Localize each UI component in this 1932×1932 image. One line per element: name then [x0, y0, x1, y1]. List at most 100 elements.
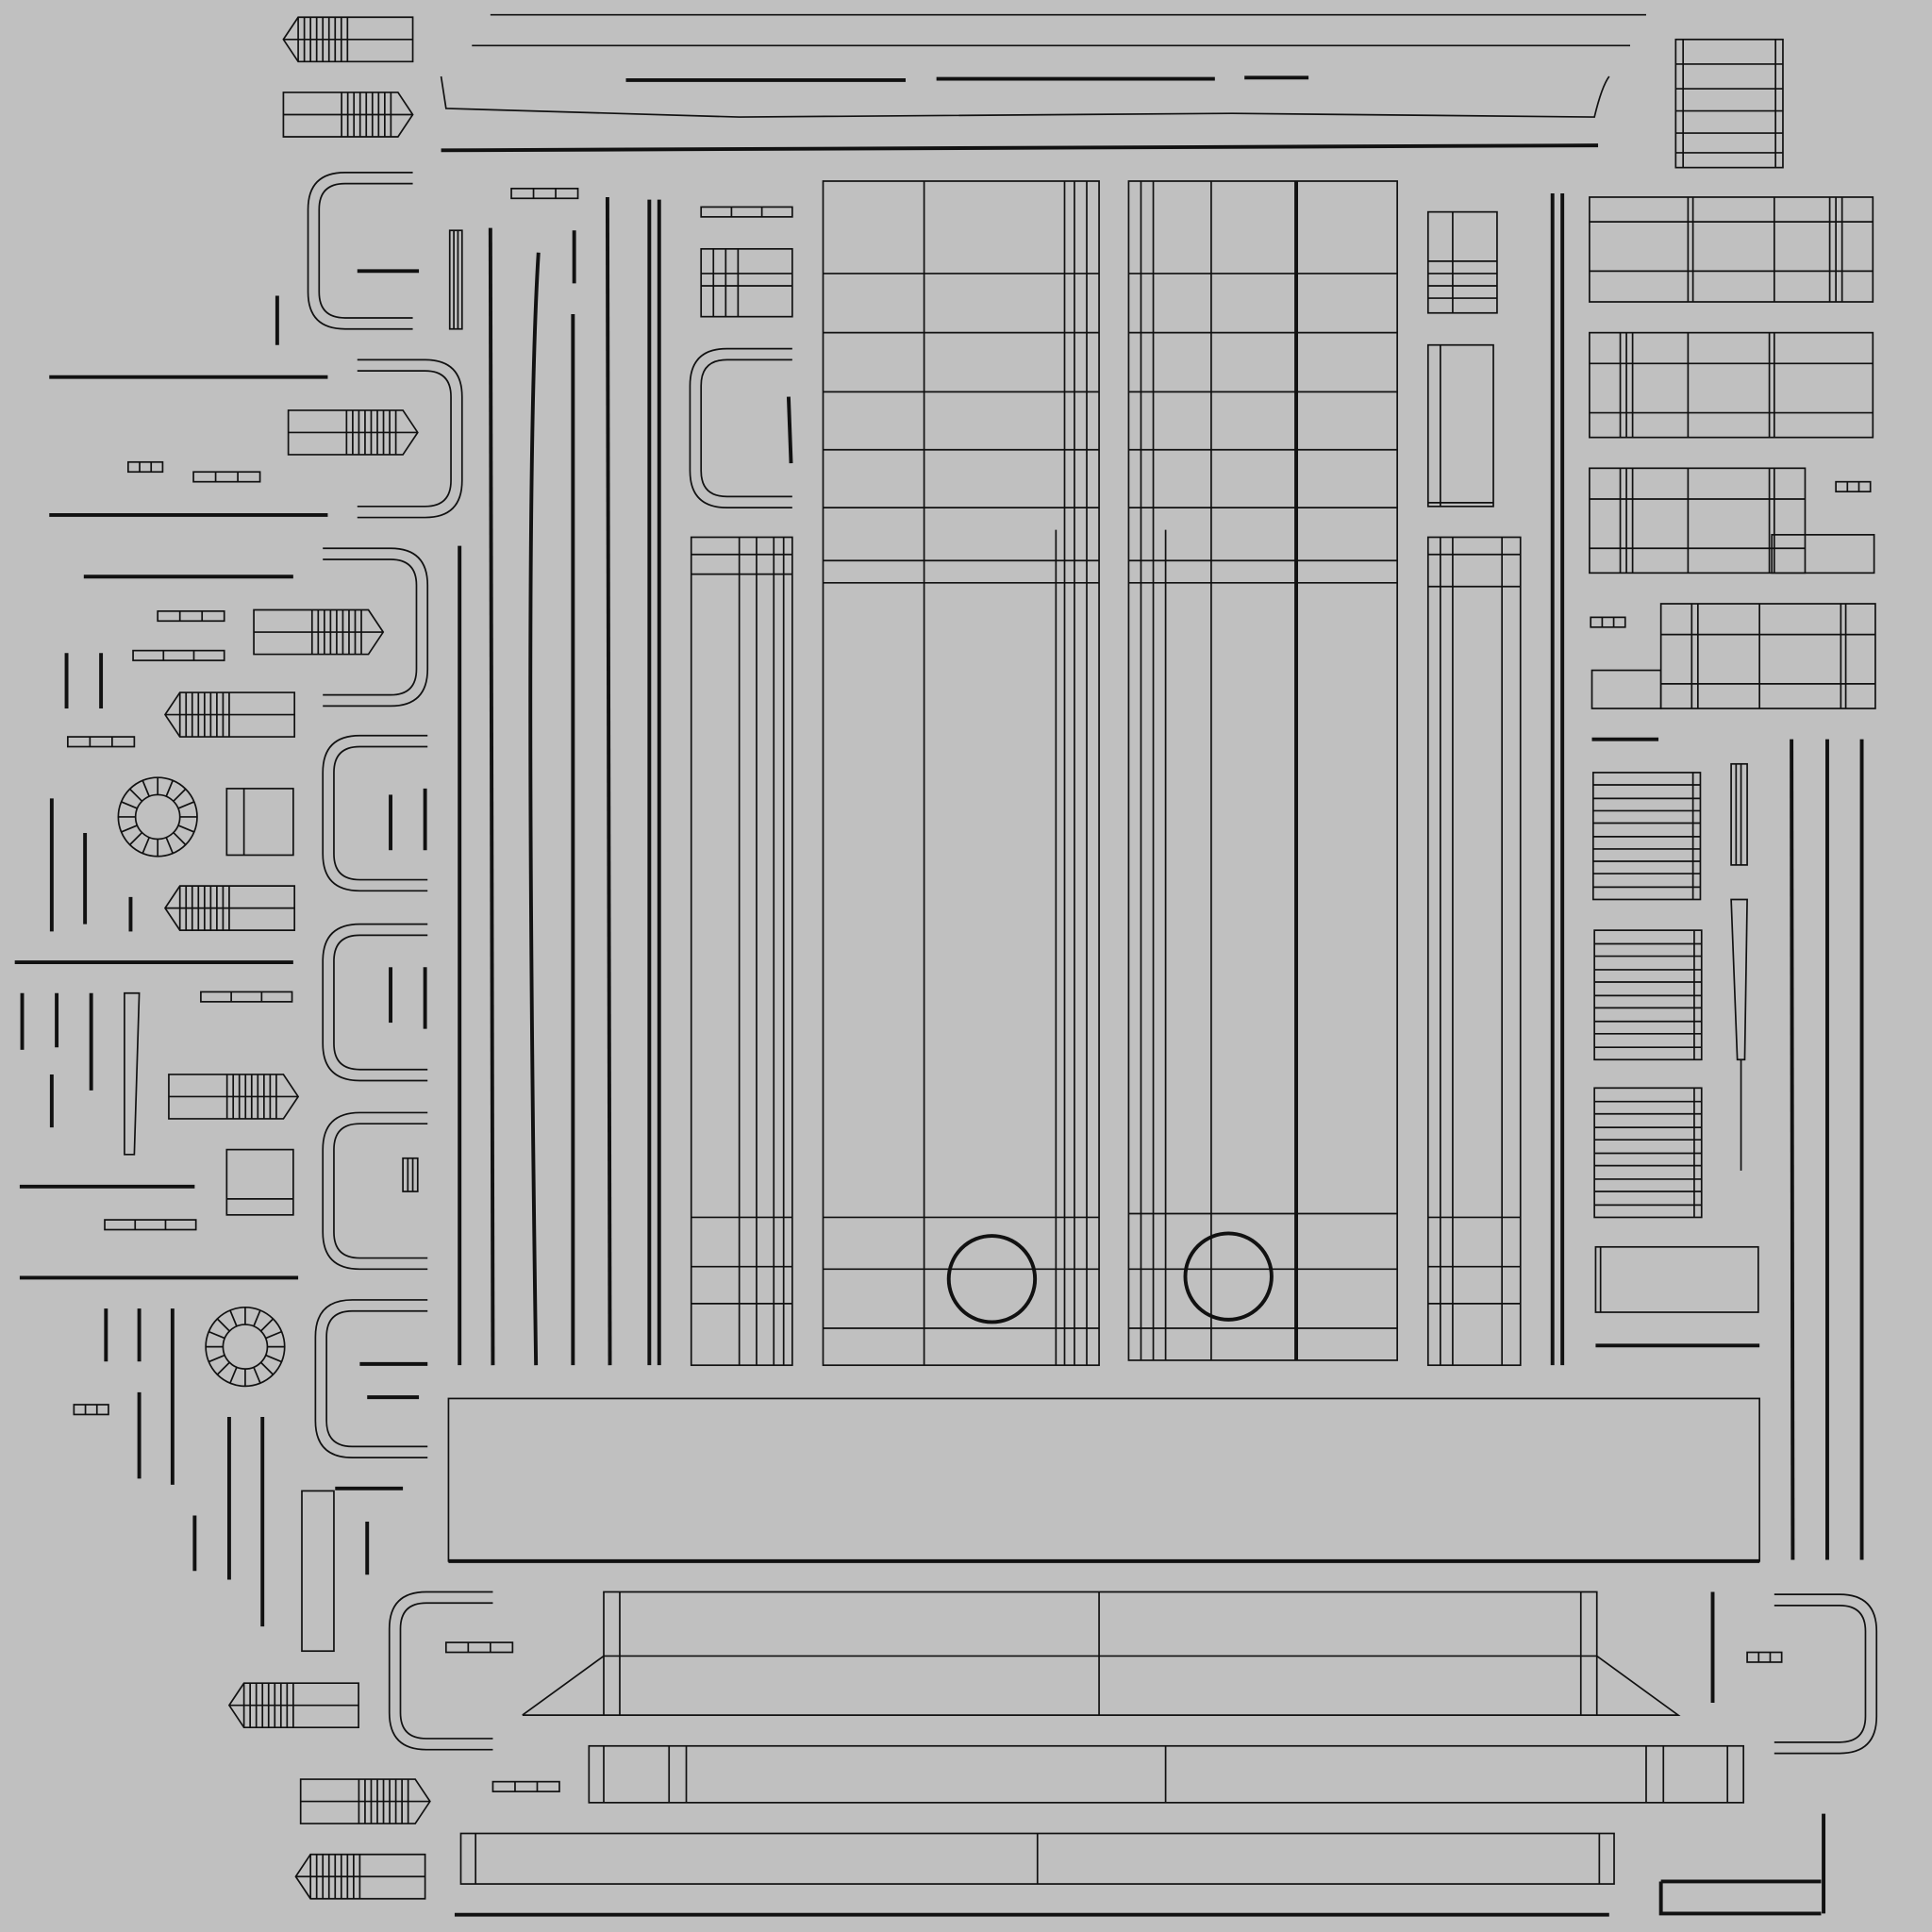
small-block [1426, 343, 1494, 508]
ring-spoke [208, 1354, 225, 1363]
ring-spoke [173, 788, 187, 802]
ring-spoke [216, 1318, 230, 1332]
panel-hole [946, 1234, 1038, 1324]
u-bracket-outer [689, 347, 792, 508]
slot-chip [1746, 1651, 1783, 1663]
small-grid-block [1426, 210, 1498, 314]
ring-spoke [165, 780, 174, 797]
capsule-piece [168, 1074, 300, 1120]
u-bracket-outer [314, 1299, 428, 1458]
right-block [1659, 603, 1876, 709]
u-bracket-inner [325, 1309, 428, 1448]
capsule-piece [164, 691, 296, 738]
vertical-bar [1790, 739, 1795, 1560]
tall-piece [301, 1490, 335, 1653]
ring-spoke [177, 801, 195, 809]
u-bracket-inner [399, 1602, 493, 1740]
ring-spoke [142, 780, 150, 797]
square-piece [225, 1148, 294, 1216]
right-blade [1730, 898, 1748, 1171]
ring-spoke [208, 1330, 225, 1340]
u-bracket-outer [323, 547, 429, 708]
vertical-bar [488, 227, 495, 1366]
ring-spoke [265, 1330, 282, 1340]
top-strip-line [441, 143, 1599, 153]
thin-strip-seams [475, 1833, 1601, 1885]
left-main-panel [822, 180, 1100, 1367]
u-bracket-inner [323, 558, 418, 696]
slot-chip [66, 736, 136, 748]
right-block [1589, 467, 1807, 575]
u-bracket-inner [357, 370, 452, 508]
curved-bar [528, 252, 541, 1366]
ring-spoke [129, 831, 143, 846]
u-bracket-outer [322, 923, 428, 1082]
u-bracket-outer [322, 1111, 428, 1271]
slot-chip [132, 649, 225, 661]
ring-spoke [216, 1361, 230, 1375]
u-bracket-inner [318, 182, 413, 319]
slot-chip [1590, 616, 1626, 628]
top-right-block [1674, 38, 1784, 169]
capsule-piece [294, 1853, 426, 1900]
ring-spoke [142, 837, 150, 854]
corner-bracket [1658, 1813, 1826, 1916]
ring-spoke [259, 1318, 275, 1332]
capsule-piece [227, 1682, 359, 1729]
generated-uv-islands [14, 16, 1878, 1900]
ring-spoke [177, 824, 195, 833]
long-strip-seams [603, 1745, 1729, 1803]
ring-spoke [265, 1354, 282, 1363]
wide-trapezoid [522, 1591, 1681, 1716]
ring-spoke [229, 1309, 238, 1327]
ring-spoke [253, 1366, 261, 1384]
ring-spoke [229, 1366, 238, 1384]
right-block [1589, 196, 1874, 303]
u-bracket-inner [1774, 1605, 1867, 1743]
slot-chip [73, 1404, 109, 1416]
slot-chip [444, 1641, 514, 1654]
ring-spoke [129, 788, 143, 802]
ring-spoke [253, 1309, 261, 1327]
u-bracket-inner [333, 1123, 428, 1259]
capsule-piece [164, 885, 296, 931]
u-bracket-inner [333, 934, 428, 1071]
ring-spoke [173, 831, 187, 846]
slot-chip [700, 206, 793, 218]
square-piece [225, 788, 294, 857]
right-thin-block [1730, 762, 1748, 866]
slot-chip [402, 1157, 419, 1192]
u-bracket-inner [333, 745, 428, 881]
top-strips [440, 13, 1646, 153]
right-main-panel [1127, 180, 1398, 1361]
slot-chip [1835, 480, 1872, 492]
slot-chip [157, 609, 225, 623]
right-block-tab [1591, 669, 1662, 709]
u-bracket-outer [1774, 1593, 1878, 1755]
top-curved-strip [440, 75, 1610, 118]
u-bracket-outer [388, 1591, 493, 1751]
ring-spoke [259, 1361, 275, 1375]
panel-outline [822, 180, 1100, 1367]
right-block [1589, 331, 1874, 439]
ring-spoke [121, 824, 138, 833]
vertical-dash [786, 396, 793, 464]
right-block-tab [1771, 534, 1875, 575]
slot-chip [448, 229, 463, 330]
column-strip [690, 536, 793, 1367]
slot-chip [510, 187, 579, 200]
panel-outline [1127, 180, 1398, 1361]
slot-chip [192, 471, 261, 483]
ring-spoke [121, 801, 138, 809]
capsule-piece [282, 16, 414, 63]
column-strip [1426, 536, 1522, 1367]
vertical-bar [605, 196, 612, 1366]
ring-spoke [165, 837, 174, 854]
slot-chip [126, 460, 164, 474]
slot-chip [491, 1780, 560, 1792]
slot-chip [104, 1219, 197, 1231]
left-blade [124, 991, 141, 1156]
u-bracket-outer [307, 172, 413, 330]
